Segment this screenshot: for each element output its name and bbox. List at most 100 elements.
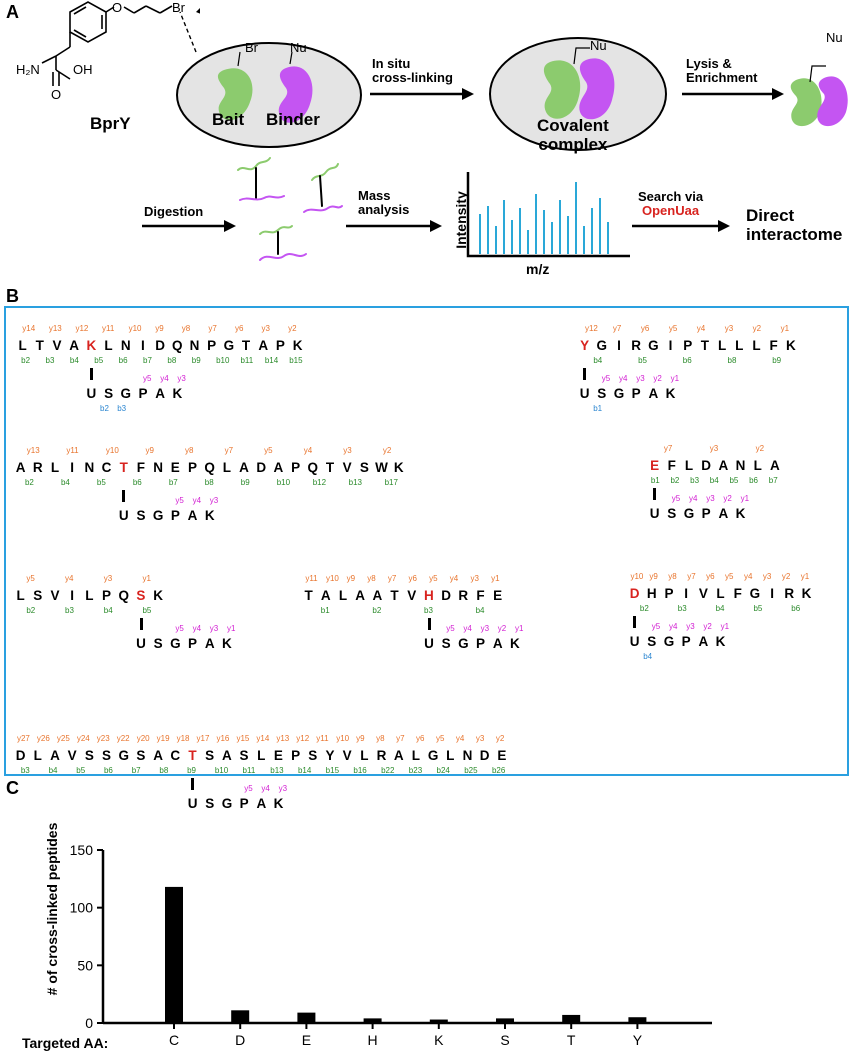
linker-residue: A (256, 796, 267, 811)
bpry-structure (41, 1, 200, 86)
linker-y-ion-label: y2 (703, 622, 712, 631)
b-ion-label: b23 (408, 766, 423, 775)
step-crosslinking: In situ cross-linking (372, 56, 453, 85)
binder-nu: Nu (290, 40, 307, 55)
bar-T (562, 1014, 581, 1023)
residue: G (427, 748, 439, 763)
linker-y-ion-label: y5 (651, 622, 661, 631)
step-search-tool: OpenUaa (642, 203, 700, 218)
crosslink-bond (89, 368, 93, 380)
complex-label: Covalent complex (537, 116, 609, 154)
residue: F (769, 338, 778, 353)
residue: I (70, 460, 75, 475)
y-ion-label: y10 (325, 574, 339, 583)
linker-y-ion-label: y5 (446, 624, 455, 633)
linker-y-ion-label: y4 (669, 622, 678, 631)
linker-residue: K (665, 386, 676, 401)
y-ion-label: y4 (303, 446, 313, 455)
linker-y-ion-label: y5 (175, 624, 184, 633)
residue: H (646, 586, 657, 601)
residue: V (698, 586, 708, 601)
crosslink-bond (653, 488, 657, 500)
b-ion-label: b7 (768, 476, 778, 485)
residue: E (497, 748, 507, 763)
y-ion-label: y10 (128, 324, 142, 333)
arrow-4 (346, 220, 442, 232)
y-ion-label: y8 (376, 734, 385, 743)
linker-y-ion-label: y2 (653, 374, 662, 383)
atom-h2n: H₂N (16, 62, 40, 77)
linker-y-ion-label: y4 (160, 374, 169, 383)
linker-y-ion-label: y3 (209, 624, 219, 633)
x-tick-label: Y (633, 1032, 643, 1048)
x-tick-label: K (434, 1032, 444, 1048)
residue: T (188, 748, 197, 763)
residue: N (735, 458, 746, 473)
crosslink-bond (191, 778, 195, 790)
residue: L (257, 748, 266, 763)
y-ion-label: y8 (185, 446, 194, 455)
y-ion-label: y6 (416, 734, 425, 743)
linker-residue: U (629, 634, 640, 649)
residue: A (393, 748, 404, 763)
linker-residue: U (187, 796, 198, 811)
y-ion-label: y11 (66, 446, 79, 455)
y-ion-label: y16 (216, 734, 230, 743)
linker-residue: K (715, 634, 726, 649)
linker-residue: K (273, 796, 284, 811)
atom-br: Br (172, 0, 185, 15)
b-ion-label: b13 (270, 766, 284, 775)
linker-residue: S (647, 634, 657, 649)
bar-E (297, 1012, 316, 1023)
b-ion-label: b8 (204, 478, 214, 487)
crosslink-bond (633, 616, 637, 628)
residue: T (390, 588, 399, 603)
linker-residue: P (170, 508, 180, 523)
b-ion-label: b13 (348, 478, 362, 487)
residue: L (753, 458, 762, 473)
linker-y-ion-label: y4 (261, 784, 270, 793)
linker-residue: K (735, 506, 746, 521)
b-ion-label: b17 (384, 478, 398, 487)
b-ion-label: b6 (682, 356, 692, 365)
b-ion-label: b7 (168, 478, 178, 487)
b-ion-label: b8 (159, 766, 169, 775)
residue: I (668, 338, 673, 353)
residue: H (424, 588, 434, 603)
b-ion-label: b6 (103, 766, 113, 775)
residue: I (141, 338, 145, 353)
x-tick-label: S (500, 1032, 509, 1048)
residue: N (153, 460, 163, 475)
linker-y-ion-label: y4 (619, 374, 628, 383)
b-ion-label: b2 (26, 606, 36, 615)
linker-residue: K (204, 508, 215, 523)
b-ion-label: b2 (372, 606, 382, 615)
linker-residue: A (648, 386, 659, 401)
residue: P (683, 338, 693, 353)
y-ion-label: y4 (696, 324, 706, 333)
digested-peptides (237, 157, 343, 261)
y-ion-label: y27 (16, 734, 30, 743)
linker-residue: P (631, 386, 641, 401)
y-ion-label: y8 (181, 324, 191, 333)
linker-y-ion-label: y2 (723, 494, 732, 503)
b-ion-label: b26 (491, 766, 506, 775)
residue: P (664, 586, 674, 601)
linker-y-ion-label: y1 (515, 624, 524, 633)
y-ion-label: y9 (346, 574, 356, 583)
residue: P (275, 338, 285, 353)
atom-o: O (112, 0, 123, 15)
residue: P (291, 748, 301, 763)
residue: L (752, 338, 761, 353)
crosslink-bond (139, 618, 143, 630)
arrow-3 (142, 220, 236, 232)
y-ion-label: y5 (264, 446, 273, 455)
residue: L (717, 338, 727, 353)
residue: K (785, 338, 796, 353)
residue: S (308, 748, 318, 763)
residue: L (684, 458, 694, 473)
residue: R (32, 460, 43, 475)
residue: V (407, 588, 417, 603)
